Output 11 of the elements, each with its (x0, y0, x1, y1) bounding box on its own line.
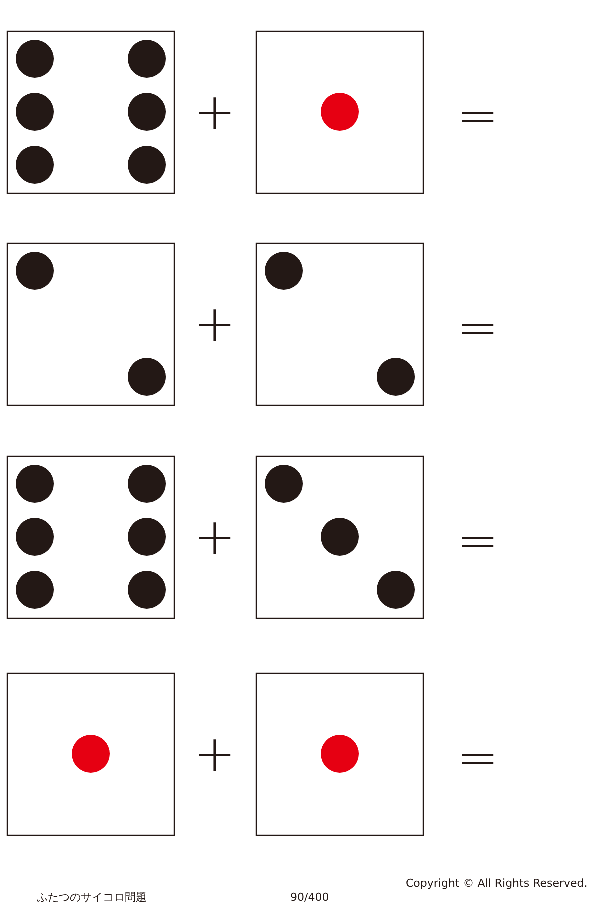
plus-sign: + (194, 512, 236, 562)
plus-sign: + (194, 299, 236, 349)
equals-sign: = (457, 516, 499, 566)
page-number: 90/400 (290, 892, 330, 902)
equals-sign: = (457, 91, 499, 141)
plus-sign: + (194, 729, 236, 779)
equals-sign: = (457, 733, 499, 783)
copyright-notice: Copyright © All Rights Reserved. (406, 878, 588, 888)
equals-sign: = (457, 303, 499, 353)
worksheet-title: ふたつのサイコロ問題 (37, 892, 147, 902)
plus-sign: + (194, 87, 236, 137)
